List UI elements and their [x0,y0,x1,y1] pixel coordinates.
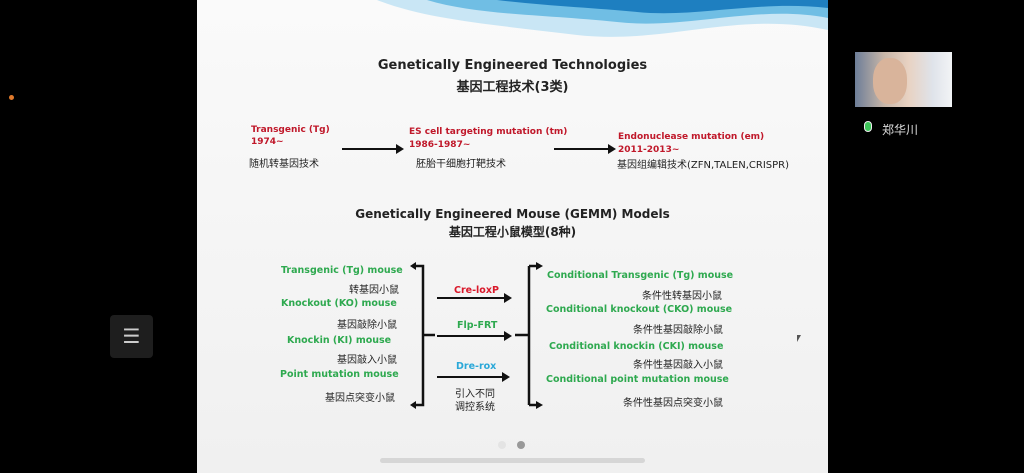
systems-note: 调控系统 [455,402,495,413]
left-model-en: Knockin (KI) mouse [287,335,392,346]
arrow [342,144,404,154]
left-model-cn: 转基因小鼠 [349,285,399,296]
models-title-en: Genetically Engineered Mouse (GEMM) Mode… [355,207,670,221]
participant-face [873,58,907,104]
page-dot-active[interactable] [517,441,525,449]
arrow [437,293,512,303]
wave-decoration [197,0,828,37]
system-label: Flp-FRT [457,320,498,331]
bracket-left [410,262,435,409]
left-model-en: Transgenic (Tg) mouse [281,265,403,276]
horizontal-scrollbar[interactable] [380,458,645,463]
arrow [554,144,616,154]
participant-video[interactable] [855,52,952,107]
bracket-right [515,262,543,409]
left-model-en: Point mutation mouse [280,369,399,380]
system-label: Cre-loxP [454,285,499,296]
left-model-cn: 基因敲除小鼠 [337,320,397,331]
mouse-cursor-icon [797,335,801,342]
arrow [437,372,510,382]
right-model-en: Conditional knockout (CKO) mouse [546,304,733,315]
presentation-slide: Genetically Engineered Technologies 基因工程… [197,0,828,473]
participant-name: 郑华川 [882,123,919,137]
right-model-cn: 条件性基因敲入小鼠 [633,360,723,371]
systems-note: 引入不同 [455,389,495,400]
left-model-en: Knockout (KO) mouse [281,298,397,309]
left-model-cn: 基因敲入小鼠 [337,355,397,366]
right-model-cn: 条件性基因点突变小鼠 [623,398,723,409]
list-icon: ☰ [122,324,141,348]
mic-icon [864,121,872,132]
status-dot [9,95,14,100]
right-model-cn: 条件性基因敲除小鼠 [633,325,723,336]
title-en: Genetically Engineered Technologies [377,58,648,73]
right-model-cn: 条件性转基因小鼠 [642,291,722,302]
title-cn: 基因工程技术(3类) [456,80,569,95]
models-title-cn: 基因工程小鼠模型(8种) [448,225,577,239]
left-model-cn: 基因点突变小鼠 [325,393,395,404]
right-model-en: Conditional Transgenic (Tg) mouse [547,270,734,281]
menu-button[interactable]: ☰ [110,315,153,358]
page-dot[interactable] [498,441,506,449]
right-model-en: Conditional knockin (CKI) mouse [549,341,724,352]
arrow [437,331,512,341]
right-model-en: Conditional point mutation mouse [546,374,729,385]
system-label: Dre-rox [456,361,497,372]
